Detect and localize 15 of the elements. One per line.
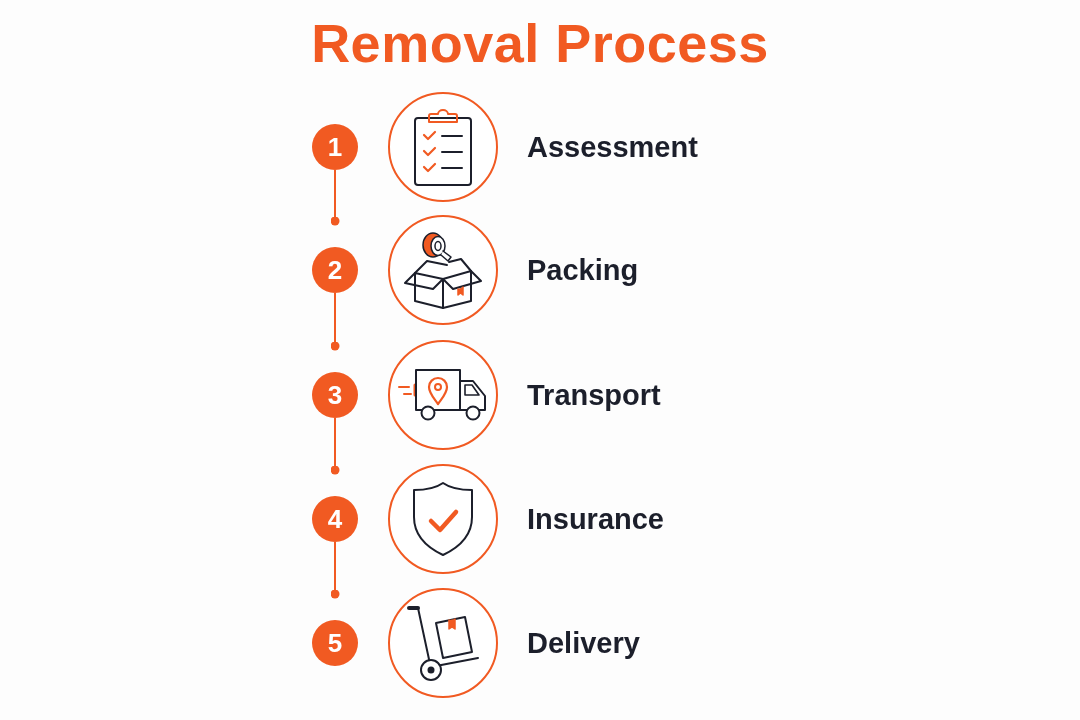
number-circle: 5 xyxy=(312,620,358,666)
number-circle: 2 xyxy=(312,247,358,293)
step-label: Assessment xyxy=(527,130,698,164)
step-label: Insurance xyxy=(527,502,664,536)
connector-line xyxy=(330,292,340,351)
connector-line xyxy=(330,541,340,599)
number-circle: 3 xyxy=(312,372,358,418)
title: Removal Process xyxy=(311,12,769,75)
number-circle: 1 xyxy=(312,124,358,170)
connector-line xyxy=(330,417,340,475)
number-circle: 4 xyxy=(312,496,358,542)
step-label: Transport xyxy=(527,378,661,412)
step-label: Delivery xyxy=(527,626,640,660)
step-label: Packing xyxy=(527,253,639,287)
connector-line xyxy=(330,169,340,226)
